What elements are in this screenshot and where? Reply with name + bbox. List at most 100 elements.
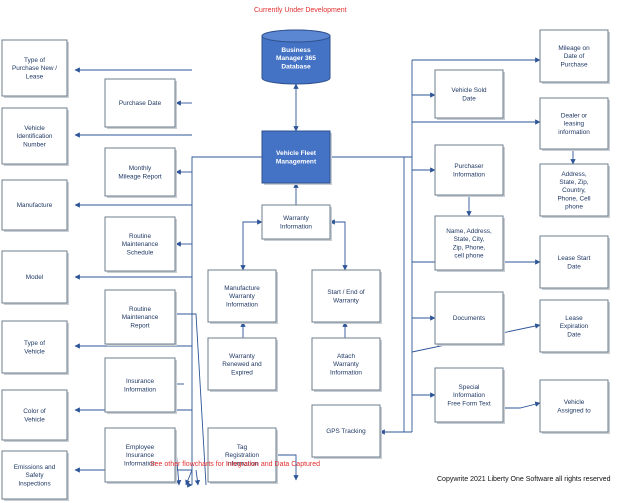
node-label: Dealer or	[561, 113, 588, 120]
node-name-address: Name, Address,State, City,Zip, Phone, cel…	[434, 215, 505, 272]
copyright-text: Copywrite 2021 Liberty One Software all …	[437, 476, 611, 483]
node-label: Identification	[17, 133, 53, 140]
node-label: Tag	[237, 444, 248, 451]
node-label: cell phone	[454, 253, 484, 260]
node-label: Purchase	[561, 61, 588, 68]
node-label: Manufacture	[17, 202, 53, 209]
database-label: Business	[281, 47, 311, 54]
node-label: Phone, Cell	[557, 195, 590, 202]
node-label: Warranty	[333, 297, 359, 304]
node-dealer-address: Address,State, Zip,Country,Phone, Cellph…	[539, 163, 610, 218]
node-label: Date	[567, 331, 581, 338]
node-label: Lease	[26, 73, 44, 80]
node-label: Monthly	[129, 165, 152, 172]
node-label: Start / End of	[327, 289, 365, 296]
database-label: Database	[281, 63, 311, 70]
node-label: Date of	[564, 53, 585, 60]
node-label: Registration	[225, 452, 260, 459]
node-label: Type of	[24, 57, 45, 64]
node-label: Manufacture	[224, 285, 260, 292]
node-label: Purchase New /	[12, 65, 57, 72]
node-label: information	[558, 129, 590, 136]
node-label: Vehicle	[24, 416, 45, 423]
status-heading: Currently Under Development	[254, 7, 347, 14]
node-label: Emissions and	[14, 464, 56, 471]
node-label: Schedule	[127, 249, 154, 256]
node-label: Vehicle	[564, 399, 585, 406]
node-label: Zip, Phone,	[453, 244, 486, 251]
node-gps: GPS Tracking	[311, 404, 382, 459]
node-label: Date	[462, 95, 476, 102]
node-label: Information	[124, 460, 156, 467]
node-label: Lease	[565, 315, 583, 322]
node-label: Management	[276, 158, 317, 165]
node-label: phone	[565, 204, 583, 211]
node-label: Warranty	[229, 293, 255, 300]
node-label: Purchaser	[454, 163, 484, 170]
node-label: Information	[226, 301, 258, 308]
node-label: State, Zip,	[559, 179, 588, 186]
node-label: Warranty	[333, 361, 359, 368]
node-label: Inspections	[18, 480, 50, 487]
node-label: Information	[124, 386, 156, 393]
node-label: Maintenance	[122, 314, 159, 321]
node-label: Warranty	[229, 353, 255, 360]
node-label: Report	[130, 322, 149, 329]
node-label: Name, Address,	[446, 228, 492, 235]
node-label: State, City,	[454, 236, 485, 243]
node-label: Information	[453, 392, 485, 399]
node-label: Attach	[337, 353, 356, 360]
node-label: leasing	[564, 121, 585, 128]
node-label: Renewed and	[222, 361, 262, 368]
node-label: Vehicle	[24, 348, 45, 355]
node-label: Address,	[561, 171, 586, 178]
footer-note: See other flowcharts for Integration and…	[150, 461, 321, 468]
node-label: Model	[26, 274, 43, 281]
node-label: Type of	[24, 340, 45, 347]
node-documents: Documents	[434, 291, 505, 346]
node-label: Information	[453, 171, 485, 178]
node-label: Vehicle	[24, 125, 45, 132]
node-label: Date	[567, 263, 581, 270]
node-label: Routine	[129, 233, 151, 240]
node-label: Expiration	[560, 323, 589, 330]
node-label: Expired	[231, 369, 253, 376]
node-label: Assigned to	[557, 407, 591, 414]
node-purchase-date: Purchase Date	[104, 78, 177, 129]
node-label: Documents	[453, 315, 485, 322]
node-label: Employee	[126, 444, 155, 451]
node-label: Vehicle Sold	[451, 87, 487, 94]
node-model: Model	[1, 250, 69, 305]
node-label: Insurance	[126, 378, 155, 385]
node-label: Information	[226, 460, 258, 467]
node-label: GPS Tracking	[326, 428, 366, 435]
node-label: Free Form Text	[447, 400, 490, 407]
node-label: Information	[330, 369, 362, 376]
node-label: Routine	[129, 306, 151, 313]
node-label: Purchase Date	[119, 100, 162, 107]
